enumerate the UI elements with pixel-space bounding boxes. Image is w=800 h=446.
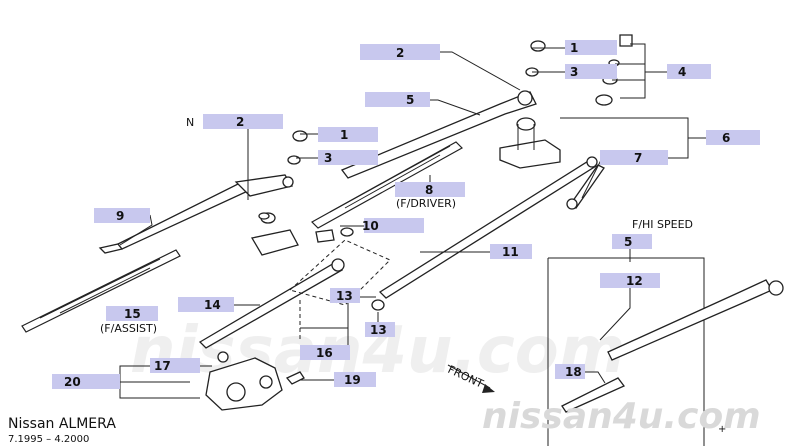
callout-11: 11 xyxy=(490,244,532,259)
bushing xyxy=(595,94,613,106)
svg-text:18: 18 xyxy=(565,365,582,379)
callout-13-b: 13 xyxy=(365,322,395,337)
callout-18: 18 xyxy=(555,364,585,379)
svg-text:13: 13 xyxy=(336,289,353,303)
svg-text:5: 5 xyxy=(406,93,414,107)
pivot-assembly-left xyxy=(250,229,299,256)
part-10-clip xyxy=(315,229,335,243)
svg-text:10: 10 xyxy=(362,219,379,233)
callout-14: 14 xyxy=(178,297,234,312)
arm-pivot-assist xyxy=(282,176,294,188)
callout-1-left: 1 xyxy=(318,127,378,142)
model-dates: 7.1995 – 4.2000 xyxy=(8,434,89,445)
callout-16: 16 xyxy=(300,345,350,360)
blade-detail-driver xyxy=(329,145,451,213)
svg-text:6: 6 xyxy=(722,131,730,145)
svg-text:12: 12 xyxy=(626,274,643,288)
part-10-cap xyxy=(340,227,354,237)
svg-text:3: 3 xyxy=(570,65,578,79)
svg-text:9: 9 xyxy=(116,209,124,223)
callout-9: 9 xyxy=(94,208,150,223)
svg-text:11: 11 xyxy=(502,245,519,259)
wiper-arm-driver xyxy=(340,91,537,179)
svg-text:19: 19 xyxy=(344,373,361,387)
hi-speed-frame xyxy=(547,257,705,446)
svg-text:14: 14 xyxy=(204,298,221,312)
svg-text:5: 5 xyxy=(624,235,632,249)
leader-lines xyxy=(119,43,706,399)
callout-5-top: 5 xyxy=(365,92,430,107)
svg-text:20: 20 xyxy=(64,375,81,389)
front-arrow-icon xyxy=(482,384,495,393)
svg-text:4: 4 xyxy=(678,65,686,79)
cap-left xyxy=(292,130,308,142)
hi-speed-arm-pivot xyxy=(768,280,784,296)
callout-13-a: 13 xyxy=(330,288,360,303)
svg-text:13: 13 xyxy=(370,323,387,337)
bolt-top xyxy=(619,34,633,47)
small-mark: + xyxy=(718,424,726,435)
svg-text:7: 7 xyxy=(634,151,642,165)
svg-text:15: 15 xyxy=(124,307,141,321)
blade-detail-assist xyxy=(39,258,161,319)
link-rod-main xyxy=(378,159,598,299)
pivot-shaft-right xyxy=(516,117,536,131)
callout-8: 8 xyxy=(395,182,465,197)
callout-10: 10 xyxy=(362,218,424,233)
nut-13 xyxy=(371,299,385,311)
hi-speed-blade xyxy=(561,377,626,413)
callout-1-top: 1 xyxy=(565,40,617,55)
model-name: Nissan ALMERA xyxy=(8,416,116,432)
nut-left xyxy=(287,155,301,165)
callout-3-top: 3 xyxy=(565,64,617,79)
motor-bolt xyxy=(285,371,305,385)
wiper-motor xyxy=(205,357,283,411)
motor-cap xyxy=(226,382,246,402)
callout-20: 20 xyxy=(52,374,120,389)
link-rod-end-right xyxy=(586,156,598,168)
svg-text:2: 2 xyxy=(396,46,404,60)
svg-text:1: 1 xyxy=(340,128,348,142)
callout-2-left: 2 xyxy=(203,114,283,129)
link-rod-end-short xyxy=(566,198,578,210)
svg-text:8: 8 xyxy=(425,183,433,197)
pivot-shaft-lines xyxy=(517,124,535,150)
watermark: nissan4u.com xyxy=(482,396,761,437)
f-assist-label: (F/ASSIST) xyxy=(100,322,157,335)
callout-4: 4 xyxy=(667,64,711,79)
callout-5-hispeed: 5 xyxy=(612,234,652,249)
cap-top-right xyxy=(530,40,546,52)
callout-17: 17 xyxy=(150,358,200,373)
motor-mount xyxy=(259,375,273,389)
callout-12: 12 xyxy=(600,273,660,288)
callout-7: 7 xyxy=(600,150,668,165)
arm-pivot-driver xyxy=(517,90,533,106)
arm-head-assist xyxy=(234,174,294,197)
nut-arm-assist xyxy=(258,212,270,220)
dashed-guide-1 xyxy=(288,239,391,306)
hi-speed-label: F/HI SPEED xyxy=(632,218,693,231)
f-driver-label: (F/DRIVER) xyxy=(396,197,456,210)
callout-2-top: 2 xyxy=(360,44,440,60)
motor-nut xyxy=(217,351,229,363)
callout-15: 15 xyxy=(106,306,158,321)
svg-text:16: 16 xyxy=(316,346,333,360)
pivot-assembly-right xyxy=(499,139,561,169)
wiper-blade-assist xyxy=(21,249,181,333)
callout-3-left: 3 xyxy=(318,150,378,165)
hi-speed-arm xyxy=(607,279,773,361)
svg-text:17: 17 xyxy=(154,359,171,373)
svg-text:2: 2 xyxy=(236,115,244,129)
svg-text:1: 1 xyxy=(570,41,578,55)
callout-19: 19 xyxy=(334,372,376,387)
n-marker: N xyxy=(186,116,194,129)
link-rod-end-assist xyxy=(331,258,345,272)
svg-text:3: 3 xyxy=(324,151,332,165)
callout-6: 6 xyxy=(706,130,760,145)
